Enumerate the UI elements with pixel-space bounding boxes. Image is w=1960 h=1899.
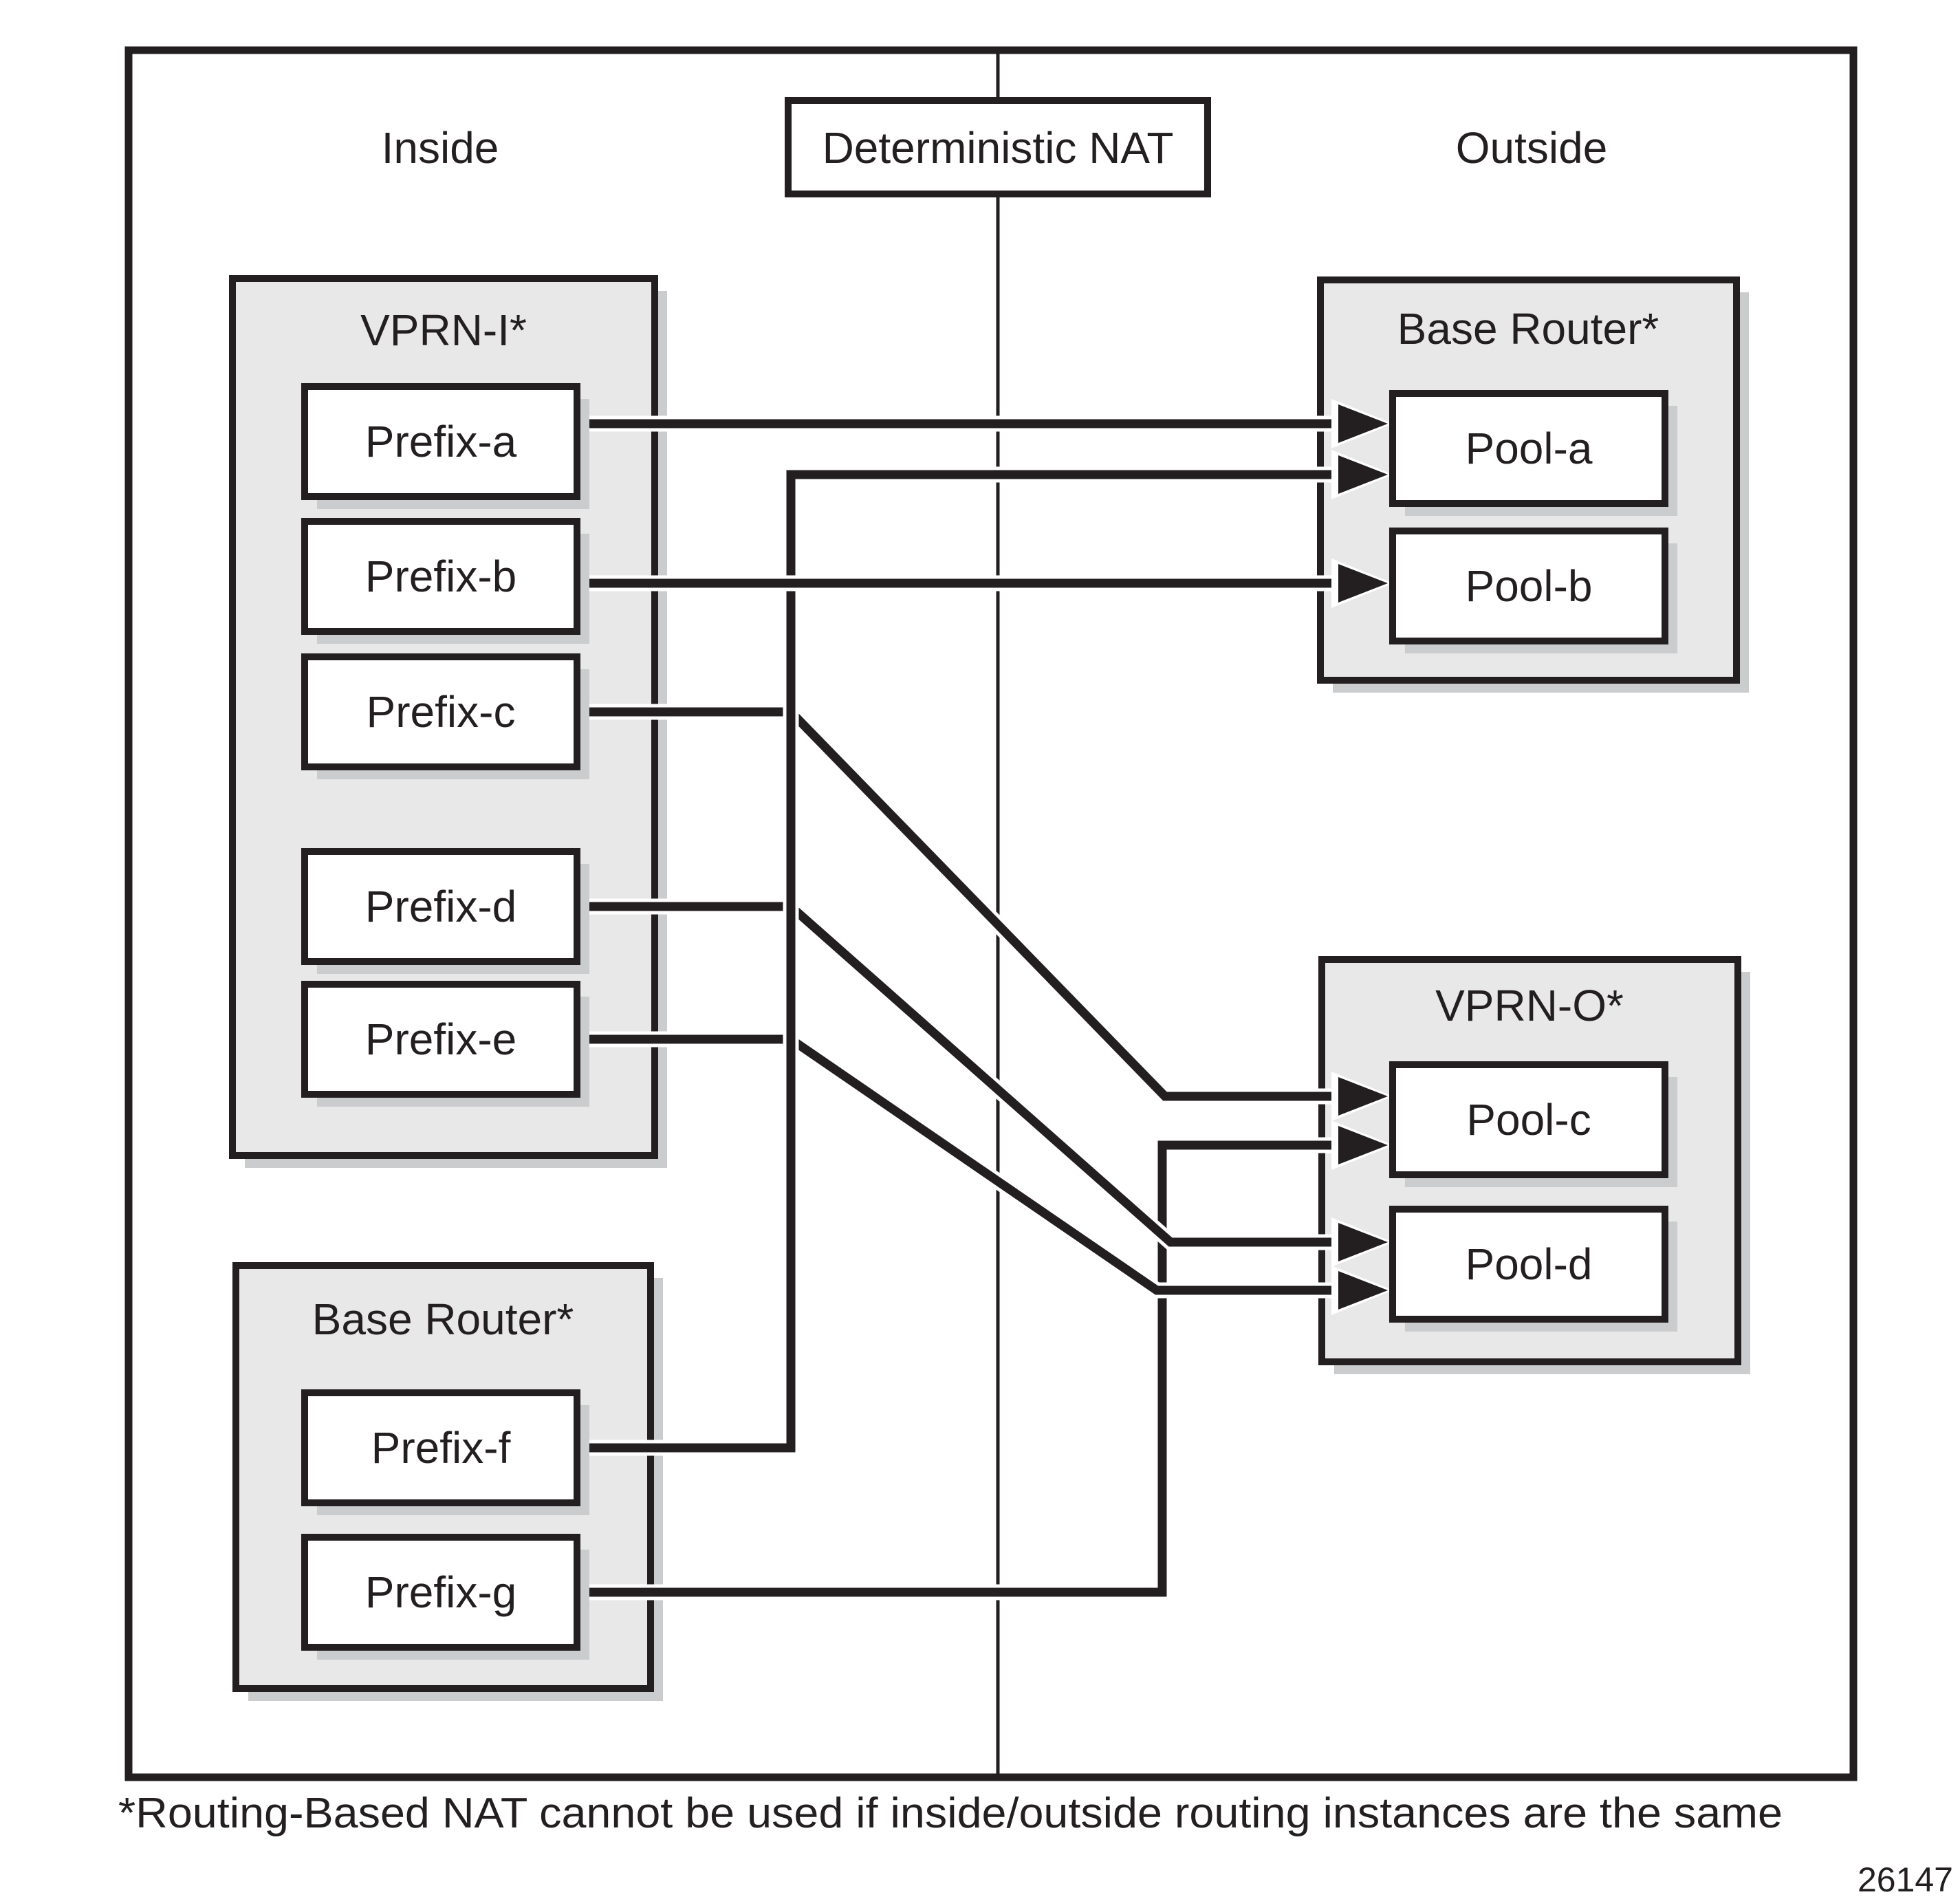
node-prefix-d-label: Prefix-d — [365, 882, 517, 931]
arrowhead-pool-d-bottom — [1338, 1271, 1388, 1310]
node-pool-c-body — [1389, 1061, 1668, 1178]
node-prefix-a-body — [301, 383, 580, 500]
connector-prefix-a-to-pool-a — [577, 399, 1393, 448]
figure-number: 26147 — [1858, 1860, 1953, 1899]
arrowhead-pool-c-bottom — [1338, 1126, 1388, 1164]
node-pool-d-label: Pool-d — [1466, 1239, 1593, 1289]
node-prefix-b: Prefix-b — [301, 518, 589, 644]
node-prefix-a: Prefix-a — [301, 383, 589, 509]
node-pool-c: Pool-c — [1389, 1061, 1677, 1187]
container-vprn-o-title: VPRN-O* — [1435, 981, 1624, 1030]
node-prefix-f-body — [301, 1389, 580, 1506]
connector-prefix-f-to-pool-a — [577, 450, 1393, 1456]
node-prefix-a-label: Prefix-a — [365, 417, 517, 466]
connector-prefix-d-to-pool-d — [577, 898, 1393, 1267]
node-pool-a: Pool-a — [1389, 390, 1677, 516]
deterministic-nat-box — [785, 97, 1211, 197]
node-prefix-g-label: Prefix-g — [365, 1567, 517, 1617]
connector-prefix-e-to-pool-d — [577, 1031, 1393, 1315]
node-prefix-f: Prefix-f — [301, 1389, 589, 1515]
node-prefix-c-label: Prefix-c — [367, 687, 516, 737]
outside-label: Outside — [1456, 123, 1608, 173]
arrowhead-pool-d-top — [1338, 1223, 1388, 1261]
node-pool-d-body — [1389, 1206, 1668, 1323]
node-prefix-e-body — [301, 981, 580, 1098]
connector-prefix-b-to-pool-b — [577, 558, 1393, 608]
deterministic-nat-label: Deterministic NAT — [823, 123, 1174, 173]
arrowhead-pool-b — [1338, 564, 1388, 603]
node-pool-b-body — [1389, 528, 1668, 644]
node-pool-a-body — [1389, 390, 1668, 507]
container-base-router-inside-title: Base Router* — [312, 1294, 574, 1344]
connector-prefix-g-to-pool-c — [577, 1120, 1393, 1600]
node-prefix-c-body — [301, 653, 580, 770]
node-prefix-b-label: Prefix-b — [365, 552, 517, 601]
node-prefix-e-label: Prefix-e — [365, 1014, 517, 1064]
routing-based-nat-footnote: *Routing-Based NAT cannot be used if ins… — [118, 1790, 1783, 1837]
node-prefix-d-body — [301, 848, 580, 965]
node-pool-d: Pool-d — [1389, 1206, 1677, 1332]
arrowhead-pool-a-bottom — [1338, 455, 1388, 494]
node-pool-b: Pool-b — [1389, 528, 1677, 653]
node-pool-a-label: Pool-a — [1466, 424, 1593, 473]
node-prefix-e: Prefix-e — [301, 981, 589, 1107]
connector-prefix-c-to-pool-c — [577, 704, 1393, 1121]
node-prefix-g-body — [301, 1534, 580, 1651]
node-prefix-c: Prefix-c — [301, 653, 589, 779]
node-pool-c-label: Pool-c — [1466, 1095, 1591, 1144]
arrowhead-pool-a-top — [1338, 404, 1388, 443]
container-base-router-outside-title: Base Router* — [1397, 304, 1659, 354]
node-prefix-b-body — [301, 518, 580, 635]
container-vprn-i-title: VPRN-I* — [360, 305, 527, 355]
inside-label: Inside — [382, 123, 499, 173]
arrowhead-pool-c-top — [1338, 1077, 1388, 1116]
node-prefix-g: Prefix-g — [301, 1534, 589, 1660]
node-prefix-d: Prefix-d — [301, 848, 589, 974]
node-prefix-f-label: Prefix-f — [371, 1423, 511, 1473]
node-pool-b-label: Pool-b — [1466, 561, 1593, 611]
